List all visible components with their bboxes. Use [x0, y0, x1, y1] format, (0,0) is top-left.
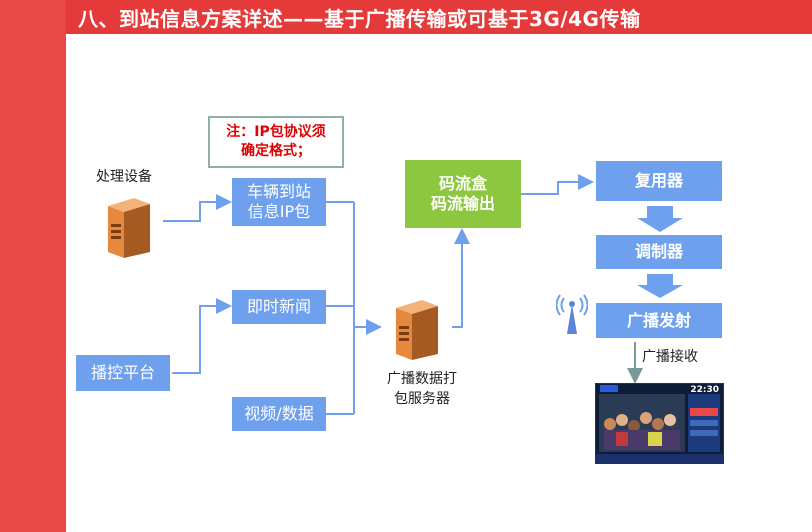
vehicle-arrival-ip-box: 车辆到站 信息IP包 [232, 178, 326, 226]
vehicle-box-line-2: 信息IP包 [247, 202, 311, 221]
stream-box-line-1: 码流盒 [438, 174, 487, 193]
vehicle-box-line-1: 车辆到站 [246, 182, 311, 201]
down-arrow-icon [637, 274, 683, 298]
tv-receiver-image: 22:30 [595, 383, 724, 464]
server-label-line-1: 广播数据打 [387, 371, 457, 387]
multiplexer-box: 复用器 [596, 161, 722, 201]
tv-scene-graphic [596, 384, 723, 463]
processing-server-icon [108, 198, 150, 258]
broadcast-receive-label: 广播接收 [642, 349, 698, 365]
note-line-1: 注：IP包协议须 [226, 124, 326, 141]
page-title: 八、到站信息方案详述——基于广播传输或可基于3G/4G传输 [78, 7, 641, 31]
video-data-box: 视频/数据 [232, 397, 326, 431]
stream-box: 码流盒 码流输出 [405, 160, 521, 228]
server-label: 广播数据打 包服务器 [372, 370, 472, 409]
server-label-line-2: 包服务器 [394, 390, 450, 407]
broadcast-control-platform: 播控平台 [76, 355, 170, 391]
title-bar-inner [66, 0, 812, 34]
stream-box-line-2: 码流输出 [430, 194, 495, 213]
down-arrow-icon [637, 206, 683, 232]
note-line-2: 确定格式； [240, 143, 311, 159]
ip-protocol-note: 注：IP包协议须 确定格式； [208, 116, 344, 168]
packaging-server-icon [396, 300, 438, 360]
instant-news-box: 即时新闻 [232, 290, 326, 324]
antenna-icon [556, 294, 588, 334]
modulator-box: 调制器 [596, 235, 722, 269]
broadcast-transmit-box: 广播发射 [596, 303, 722, 338]
tv-clock: 22:30 [690, 385, 719, 395]
processing-device-label: 处理设备 [96, 169, 152, 185]
left-accent-bar [0, 34, 66, 532]
